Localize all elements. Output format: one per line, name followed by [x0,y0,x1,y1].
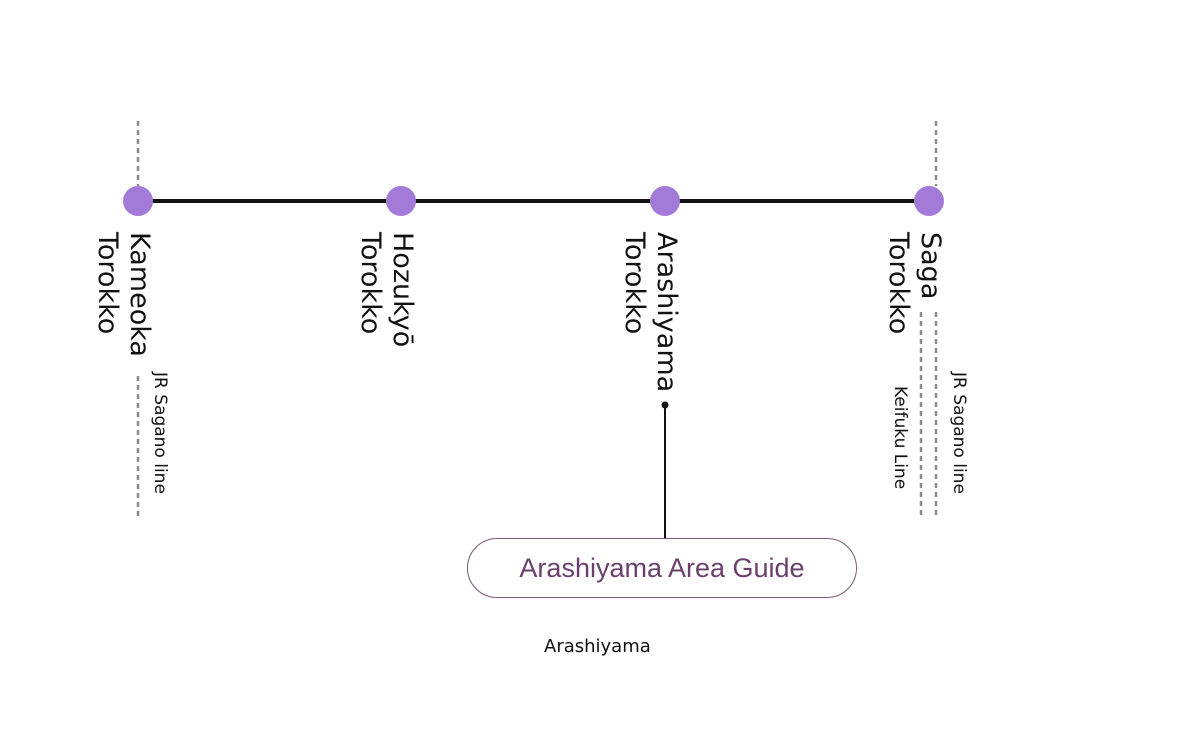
station-dot-hozukyo[interactable] [386,186,416,216]
arashiyama-link[interactable]: Arashiyama [544,636,651,657]
station-dot-saga[interactable] [914,186,944,216]
station-suffix: Torokko [355,232,386,335]
station-name: Saga [915,232,946,300]
station-name: Arashiyama [651,232,682,393]
line-label-kameoka-jr: JR Sagano line [150,372,170,494]
station-label-kameoka[interactable]: Kameoka Torokko [91,232,155,357]
station-suffix: Torokko [92,232,123,335]
station-name: Hozukyō [387,232,418,348]
station-label-saga[interactable]: Saga Torokko [882,232,946,334]
station-dot-kameoka[interactable] [123,186,153,216]
station-label-hozukyo[interactable]: Hozukyō Torokko [354,232,418,347]
arashiyama-area-guide-button[interactable]: Arashiyama Area Guide [467,538,857,598]
station-suffix: Torokko [883,232,914,335]
station-name: Kameoka [124,232,155,357]
station-suffix: Torokko [619,232,650,335]
station-dot-arashiyama[interactable] [650,186,680,216]
line-label-saga-keifuku: Keifuku Line [890,386,910,490]
line-label-saga-jr: JR Sagano line [949,372,969,494]
station-label-arashiyama[interactable]: Arashiyama Torokko [618,232,682,392]
